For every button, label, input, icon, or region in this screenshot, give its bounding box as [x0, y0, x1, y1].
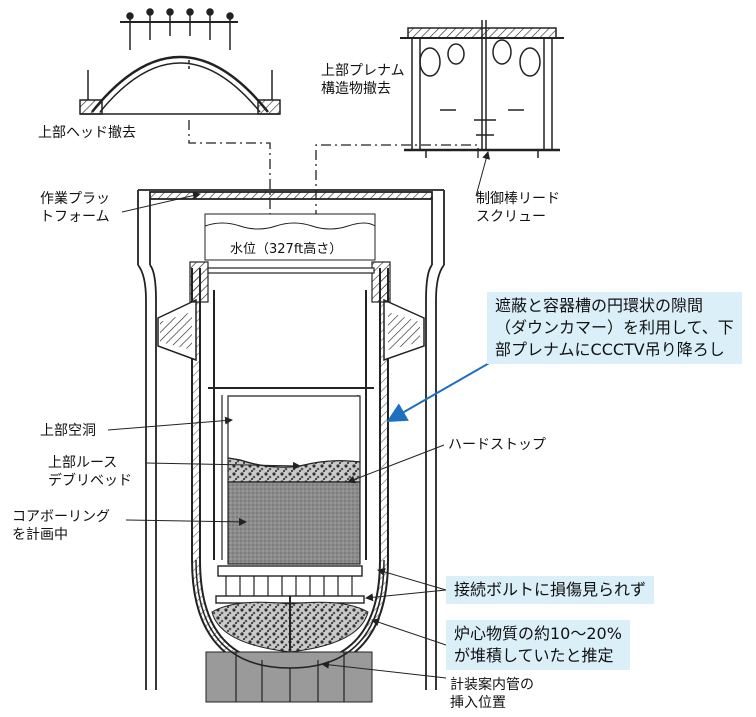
label-water-level: 水位（327ft高さ） [230, 242, 343, 257]
label-cr-leadscrew-line2: スクリュー [476, 209, 546, 225]
note-core-debris-fraction: 炉心物質の約10～20% が堆積していたと推定 [446, 620, 630, 670]
note-downcomer-line2: （ダウンカマー）を利用して、下 [495, 318, 734, 337]
label-upper-plenum-line2: 構造物撤去 [321, 81, 391, 97]
note-downcomer-line1: 遮蔽と容器槽の円環状の隙間 [495, 296, 704, 315]
label-core-boring: コアボーリング を計画中 [12, 508, 110, 544]
label-loose-debris-bed: 上部ルース デブリベッド [48, 454, 132, 490]
label-upper-plenum-line1: 上部プレナム [321, 63, 405, 79]
instrument-tube-area [195, 559, 385, 703]
label-instrument-line2: 挿入位置 [450, 695, 506, 711]
label-core-boring-line1: コアボーリング [12, 509, 110, 525]
label-upper-cavity: 上部空洞 [40, 423, 96, 439]
note-debris-line2: が堆積していたと推定 [454, 646, 614, 665]
label-cr-leadscrew-line1: 制御棒リード [476, 191, 560, 207]
reactor-vessel [157, 261, 425, 674]
label-instrument-line1: 計装案内管の [450, 677, 534, 693]
note-downcomer-cctv: 遮蔽と容器槽の円環状の隙間 （ダウンカマー）を利用して、下 部プレナムにCCCT… [487, 292, 742, 364]
label-instrument-insertion: 計装案内管の 挿入位置 [450, 676, 534, 712]
label-upper-plenum-removal: 上部プレナム 構造物撤去 [321, 62, 405, 98]
concrete-shield [137, 189, 445, 690]
leader-lines [107, 151, 491, 679]
upper-plenum-assembly [400, 20, 564, 158]
upper-head [79, 8, 281, 115]
water-region [204, 213, 376, 261]
label-upper-head-removal: 上部ヘッド撤去 [38, 125, 136, 141]
label-loose-debris-line1: 上部ルース [48, 455, 118, 471]
note-bolts-undamaged: 接続ボルトに損傷見られず [446, 576, 655, 604]
label-work-platform-line2: トフォーム [40, 209, 110, 225]
downcomer-arrow [386, 357, 499, 422]
label-loose-debris-line2: デブリベッド [48, 473, 132, 489]
label-control-rod-leadscrew: 制御棒リード スクリュー [476, 190, 560, 226]
lift-path-lines [188, 120, 479, 260]
label-hard-stop: ハードストップ [448, 437, 546, 453]
note-debris-line1: 炉心物質の約10～20% [454, 624, 622, 643]
label-core-boring-line2: を計画中 [12, 527, 68, 543]
label-work-platform-line1: 作業プラッ [40, 191, 110, 207]
label-work-platform: 作業プラッ トフォーム [40, 190, 110, 226]
note-downcomer-line3: 部プレナムにCCCTV吊り降ろし [495, 340, 725, 359]
